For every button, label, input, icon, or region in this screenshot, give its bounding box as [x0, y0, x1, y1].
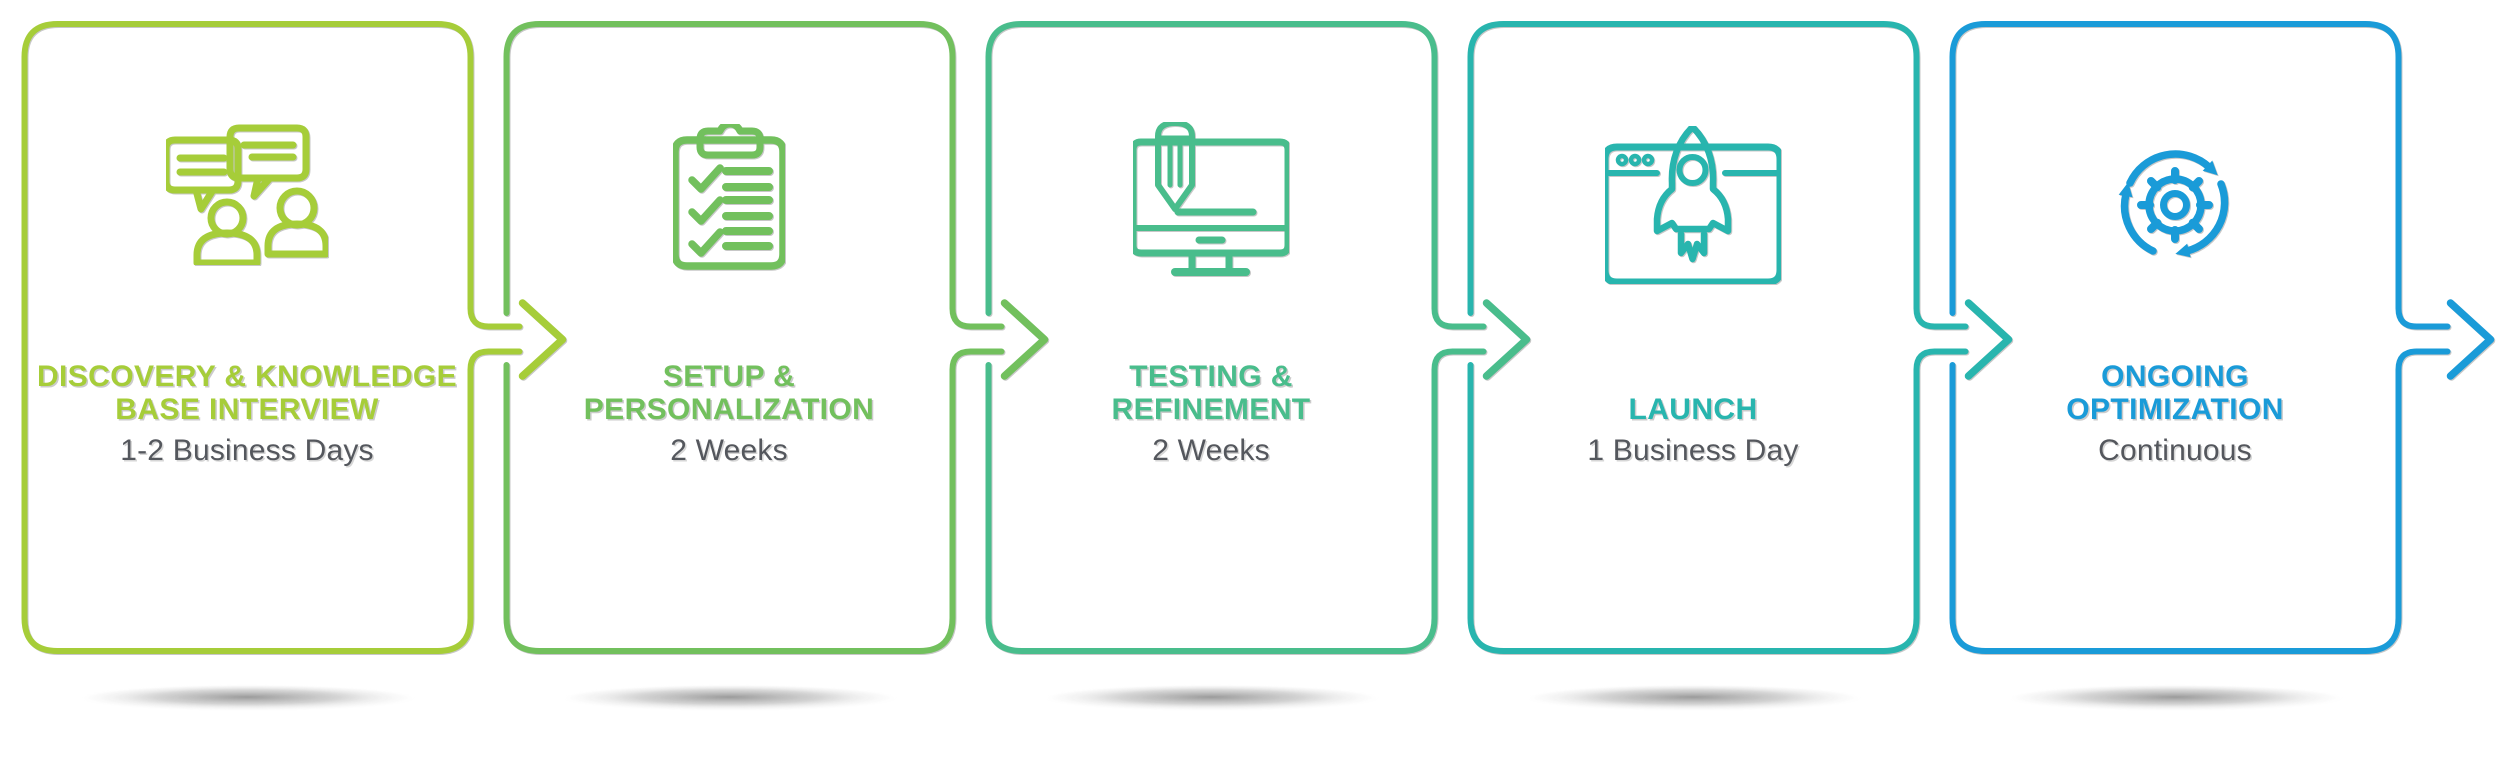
step-card-discovery: DISCOVERY & KNOWLEDGE BASE INTERVIEW 1-2… — [24, 24, 470, 651]
step-title: DISCOVERY & KNOWLEDGE BASE INTERVIEW — [30, 360, 464, 426]
arrowhead — [2118, 182, 2133, 198]
arrow-right-icon — [518, 299, 567, 380]
card-shadow — [2007, 684, 2343, 710]
interview-chat-icon — [166, 124, 328, 265]
card-5-frame — [1949, 21, 2495, 654]
step-card-optimization: ONGOING OPTIMIZATION Continuous — [1952, 24, 2398, 651]
arrow-right-icon — [2446, 299, 2495, 380]
arrowhead — [2202, 160, 2218, 176]
card-2-frame — [503, 21, 1049, 654]
monitor-pencil-icon — [1133, 122, 1289, 276]
step-card-testing: TESTING & REFINEMENT 2 Weeks — [988, 24, 1434, 651]
step-duration: 2 Weeks — [1152, 434, 1270, 467]
step-title-line: DISCOVERY & KNOWLEDGE — [36, 360, 458, 393]
step-title: ONGOING OPTIMIZATION — [1958, 360, 2392, 426]
step-title: LAUNCH — [1476, 360, 1910, 426]
card-border — [1467, 21, 1969, 654]
card-shadows — [79, 684, 2343, 710]
card-shadow — [79, 684, 415, 710]
step-card-launch: LAUNCH 1 Business Day — [1470, 24, 1916, 651]
card-border — [503, 21, 1005, 654]
step-title-line: TESTING & — [1129, 360, 1293, 393]
card-border — [1949, 21, 2451, 654]
step-duration: Continuous — [2098, 434, 2252, 467]
gear-sync-icon — [2118, 150, 2229, 258]
clipboard-checklist-icon — [673, 124, 785, 270]
step-title-line: LAUNCH — [1628, 393, 1758, 426]
arrow-right-icon — [1000, 299, 1049, 380]
arrowhead — [2175, 243, 2191, 258]
card-border — [21, 21, 523, 654]
card-shadow — [1525, 684, 1861, 710]
card-4-frame — [1467, 21, 2013, 654]
card-3-frame — [985, 21, 1531, 654]
step-title-line: ONGOING — [2101, 360, 2249, 393]
arrow-right-icon — [1482, 299, 1531, 380]
card-shadow — [1043, 684, 1379, 710]
step-title-line: SETUP & — [662, 360, 796, 393]
browser-rocket-icon — [1605, 126, 1781, 284]
step-title: TESTING & REFINEMENT — [994, 360, 1428, 426]
step-duration: 2 Weeks — [670, 434, 788, 467]
card-1-frame — [21, 21, 567, 654]
step-title-line: BASE INTERVIEW — [115, 393, 379, 426]
step-title-line: OPTIMIZATION — [2066, 393, 2284, 426]
card-border — [985, 21, 1487, 654]
arrow-right-icon — [1964, 299, 2013, 380]
step-duration: 1 Business Day — [1587, 434, 1799, 467]
step-title-line: REFINEMENT — [1111, 393, 1311, 426]
step-title: SETUP & PERSONALIZATION — [512, 360, 946, 426]
card-shadow — [561, 684, 897, 710]
step-card-setup: SETUP & PERSONALIZATION 2 Weeks — [506, 24, 952, 651]
step-title-line: PERSONALIZATION — [583, 393, 875, 426]
step-duration: 1-2 Business Days — [120, 434, 374, 467]
